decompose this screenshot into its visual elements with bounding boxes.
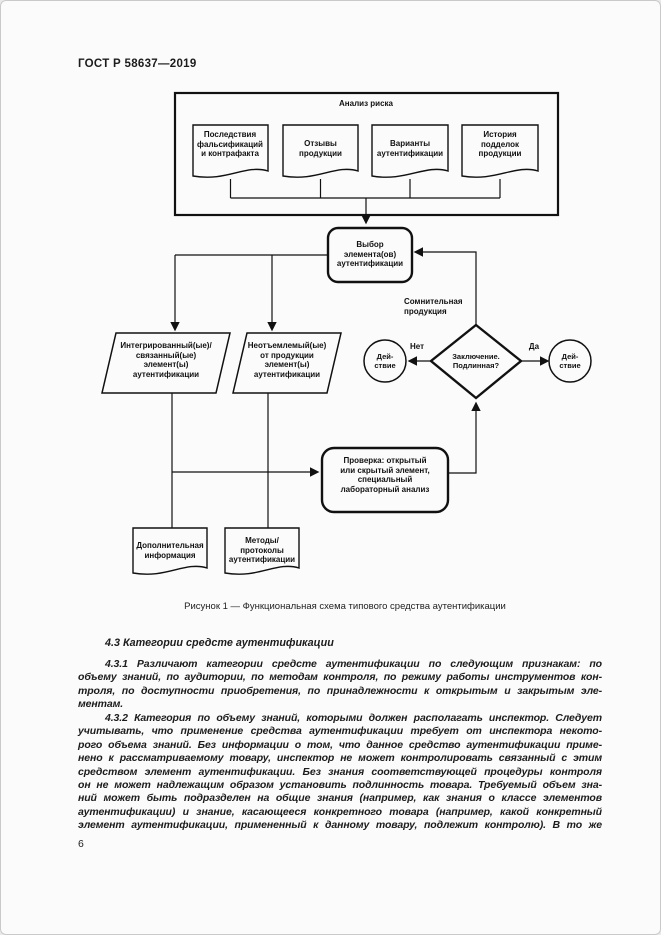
text-line: троля, по доступности приобретения, по п… [78, 684, 602, 697]
text-line: объему знаний, по аудитории, по методам … [78, 671, 602, 684]
flowchart-svg [101, 91, 592, 575]
doc-variants-shape [371, 124, 449, 178]
no-label: Нет [409, 342, 425, 351]
page-number: 6 [78, 838, 84, 850]
action-circle-left [363, 339, 407, 383]
doc-history-label: История подделок продукции [478, 130, 522, 159]
text-line: 4.3.1 Различают категории средсте аутент… [105, 658, 602, 670]
integrated-elements-shape [101, 332, 231, 394]
paragraph-4-3-1: 4.3.1 Различают категории средсте аутент… [78, 658, 602, 712]
text-line: средством элемент аутентификации. Без зн… [78, 765, 602, 778]
text-line: аутентификации) и знание, касающееся кон… [78, 805, 602, 818]
text-line: нено к рассматриваемому товару, инспекто… [78, 752, 602, 765]
decision-diamond [429, 323, 523, 400]
doc-history-shape [461, 124, 539, 178]
decision-label: Заключение. Подлинная? [452, 352, 500, 370]
doc-methods-shape [224, 527, 300, 575]
inherent-elements-shape [232, 332, 342, 394]
doc-variants-label: Варианты аутентификации [376, 139, 444, 158]
risk-box-title: Анализ риска [339, 99, 393, 108]
inherent-elements-label: Неотъемлемый(ые) от продукции элемент(ы)… [247, 341, 327, 379]
figure-caption: Рисунок 1 — Функциональная схема типовог… [184, 601, 506, 612]
elements-to-docs-connectors [171, 393, 320, 528]
text-line: ментам. [78, 698, 124, 711]
paragraph-4-3-2: 4.3.2 Категория по объему знаний, которы… [78, 712, 602, 833]
doc-recalls-label: Отзывы продукции [299, 139, 342, 158]
select-to-elements-connectors [170, 254, 328, 332]
doc-recalls-shape [282, 124, 359, 178]
doc-additional-info-shape [132, 527, 208, 575]
action-left-label: Дей- ствие [374, 352, 396, 370]
text-line: рого объема знаний. Без информации о том… [78, 738, 602, 751]
doc-consequences-label: Последствия фальсификаций и контрафакта [197, 130, 263, 159]
section-heading-4-3: 4.3 Категории средсте аутентификации [105, 637, 334, 649]
check-box-label: Проверка: открытый или скрытый элемент, … [340, 456, 430, 494]
text-line: он не может надлежащим образом установит… [78, 778, 602, 791]
doc-additional-info-label: Дополнительная информация [136, 541, 204, 560]
yes-label: Да [528, 342, 540, 351]
check-box-shape [320, 446, 450, 514]
doubtful-products-label: Сомнительная продукция [404, 297, 463, 316]
doc-consequences-shape [192, 124, 269, 178]
select-element-label: Выбор элемента(ов) аутентификации [336, 240, 404, 269]
text-line: 4.3.2 Категория по объему знаний, которы… [105, 712, 602, 724]
action-circle-right [548, 339, 592, 383]
document-header: ГОСТ Р 58637—2019 [78, 58, 197, 70]
risk-box-connectors [229, 179, 501, 225]
doc-methods-label: Методы/ протоколы аутентификации [228, 536, 296, 565]
doubtful-feedback-connector [413, 247, 477, 325]
check-to-decision-connector [448, 401, 481, 474]
text-line: ний может быть подразделен на общие знан… [78, 792, 602, 805]
integrated-elements-label: Интегрированный(ые)/ связанный(ые) элеме… [120, 341, 212, 379]
text-line: элемент аутентификации, примененный к да… [78, 819, 602, 832]
action-right-label: Дей- ствие [559, 352, 581, 370]
text-line: учитывать, что применение средства аутен… [78, 725, 602, 738]
